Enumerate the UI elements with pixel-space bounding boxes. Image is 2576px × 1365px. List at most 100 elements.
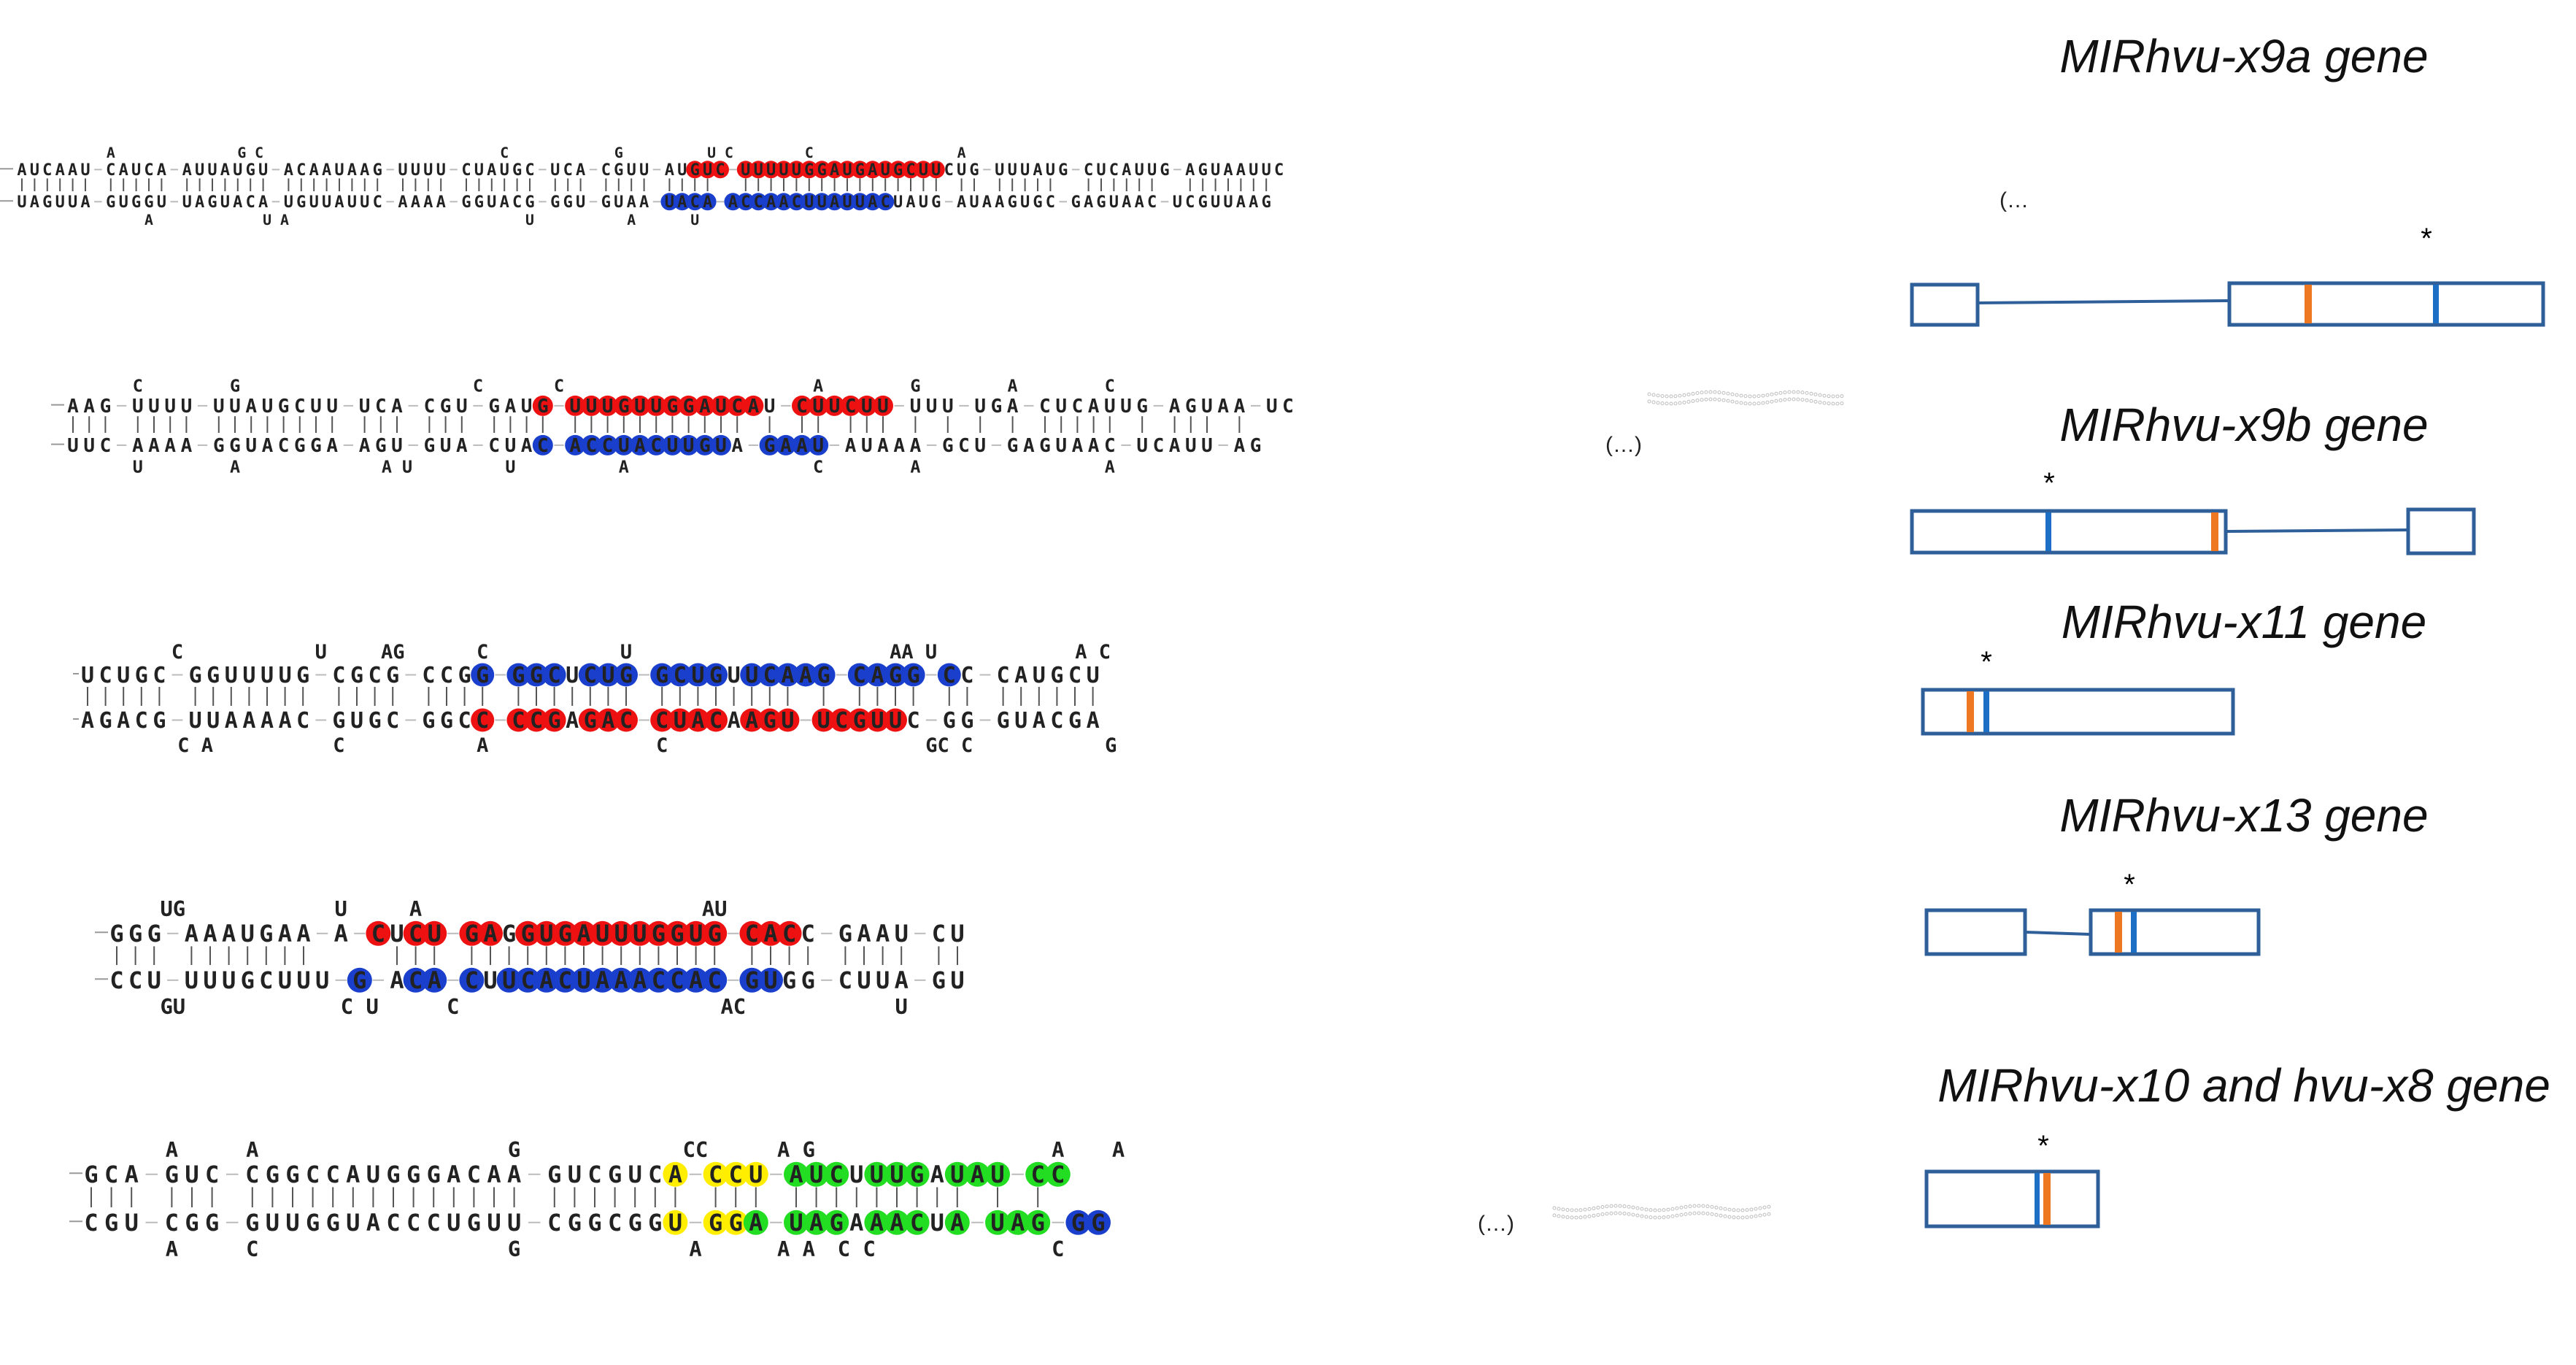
bulge-nucleotides: A <box>1112 1137 1125 1162</box>
nucleotide: G <box>614 161 623 180</box>
nucleotide: A <box>728 193 738 212</box>
nucleotide: U <box>741 161 750 180</box>
nucleotide: U <box>1201 396 1213 418</box>
nucleotide: A <box>779 193 788 212</box>
nucleotide: G <box>931 193 941 212</box>
mirna-star-marker <box>2043 1173 2051 1225</box>
nucleotide-highlight <box>646 967 671 993</box>
nucleotide: A <box>500 193 509 212</box>
nucleotide: U <box>436 161 446 180</box>
nucleotide: C <box>881 193 890 212</box>
bulge-nucleotides: A <box>166 1237 178 1261</box>
nucleotide: U <box>842 193 852 212</box>
nucleotide: C <box>326 1161 340 1188</box>
nucleotide: C <box>754 193 763 212</box>
nucleotide-highlight <box>694 395 715 416</box>
nucleotide-highlight <box>459 967 485 993</box>
asterisk-label: * <box>2037 1130 2049 1162</box>
nucleotide: A <box>360 161 369 180</box>
nucleotide: A <box>334 920 348 947</box>
continuation-ellipsis: (…) <box>2000 188 2029 212</box>
nucleotide: U <box>618 435 630 457</box>
nucleotide: G <box>1031 1209 1045 1237</box>
nucleotide-highlight <box>757 663 782 687</box>
nucleotide: C <box>104 1161 118 1188</box>
nucleotide: C <box>853 663 866 688</box>
nucleotide: A <box>125 1161 139 1188</box>
nucleotide-highlight <box>803 1161 829 1187</box>
nucleotide: A <box>849 1209 863 1237</box>
nucleotide: G <box>690 161 700 180</box>
nucleotide: A <box>809 1209 823 1237</box>
nucleotide: C <box>1282 396 1294 418</box>
nucleotide-highlight <box>824 395 845 416</box>
nucleotide: G <box>804 161 814 180</box>
nucleotide: G <box>667 396 679 418</box>
nucleotide: U <box>576 193 585 212</box>
nucleotide-highlight <box>800 161 818 179</box>
nucleotide: U <box>789 1209 803 1237</box>
gene-structure-x10-x8: * <box>1924 1130 2100 1228</box>
nucleotide: G <box>943 708 956 734</box>
nucleotide-highlight <box>749 193 768 211</box>
nucleotide: U <box>893 193 903 212</box>
nucleotide: A <box>749 1209 763 1237</box>
bulge-nucleotides: AA U <box>890 641 937 664</box>
nucleotide: C <box>371 920 385 947</box>
nucleotide-highlight <box>542 663 566 687</box>
nucleotide: U <box>817 193 827 212</box>
bulge-nucleotides: C <box>473 375 483 396</box>
nucleotide: A <box>507 1161 521 1188</box>
nucleotide: C <box>1031 1161 1045 1188</box>
nucleotide: U <box>1055 396 1067 418</box>
nucleotide: U <box>870 1161 884 1188</box>
nucleotide: G <box>476 663 489 688</box>
nucleotide: G <box>135 663 148 688</box>
nucleotide-highlight <box>762 193 780 211</box>
nucleotide: A <box>566 708 579 734</box>
nucleotide: G <box>104 1209 118 1237</box>
nucleotide: G <box>708 920 722 947</box>
nucleotide: C <box>1072 396 1084 418</box>
nucleotide: U <box>639 161 649 180</box>
nucleotide: U <box>792 161 801 180</box>
nucleotide-highlight <box>851 193 869 211</box>
nucleotide-highlight <box>627 967 652 993</box>
nucleotide: G <box>1096 193 1106 212</box>
nucleotide: A <box>30 193 39 212</box>
nucleotide: C <box>729 1161 743 1188</box>
nucleotide: U <box>569 396 581 418</box>
nucleotide: U <box>779 161 788 180</box>
nucleotide-highlight <box>864 1161 890 1187</box>
nucleotide: A <box>539 966 553 994</box>
nucleotide-highlight <box>884 708 907 732</box>
nucleotide: C <box>838 966 852 994</box>
nucleotide: U <box>990 1161 1004 1188</box>
nucleotide: U <box>456 396 468 418</box>
nucleotide-highlight <box>597 434 618 455</box>
nucleotide-highlight <box>665 920 690 946</box>
nucleotide: C <box>715 161 725 180</box>
nucleotide: U <box>691 663 704 688</box>
nucleotide-highlight <box>824 1161 849 1187</box>
bulge-nucleotides: C <box>477 641 488 664</box>
nucleotide: U <box>1147 161 1157 180</box>
bulge-nucleotides: C U <box>341 994 379 1019</box>
nucleotide-highlight <box>889 161 907 179</box>
nucleotide-highlight <box>533 967 559 993</box>
nucleotide: A <box>781 663 794 688</box>
nucleotide: G <box>278 396 290 418</box>
nucleotide: U <box>931 161 941 180</box>
nucleotide-highlight <box>711 395 731 416</box>
nucleotide: G <box>521 920 535 947</box>
nucleotide: G <box>512 161 522 180</box>
nucleotide: G <box>207 663 220 688</box>
nucleotide: U <box>119 193 128 212</box>
nucleotide-highlight <box>758 967 783 993</box>
nucleotide: A <box>132 435 144 457</box>
nucleotide: G <box>530 663 543 688</box>
nucleotide: U <box>566 663 579 688</box>
nucleotide: A <box>447 1161 460 1188</box>
